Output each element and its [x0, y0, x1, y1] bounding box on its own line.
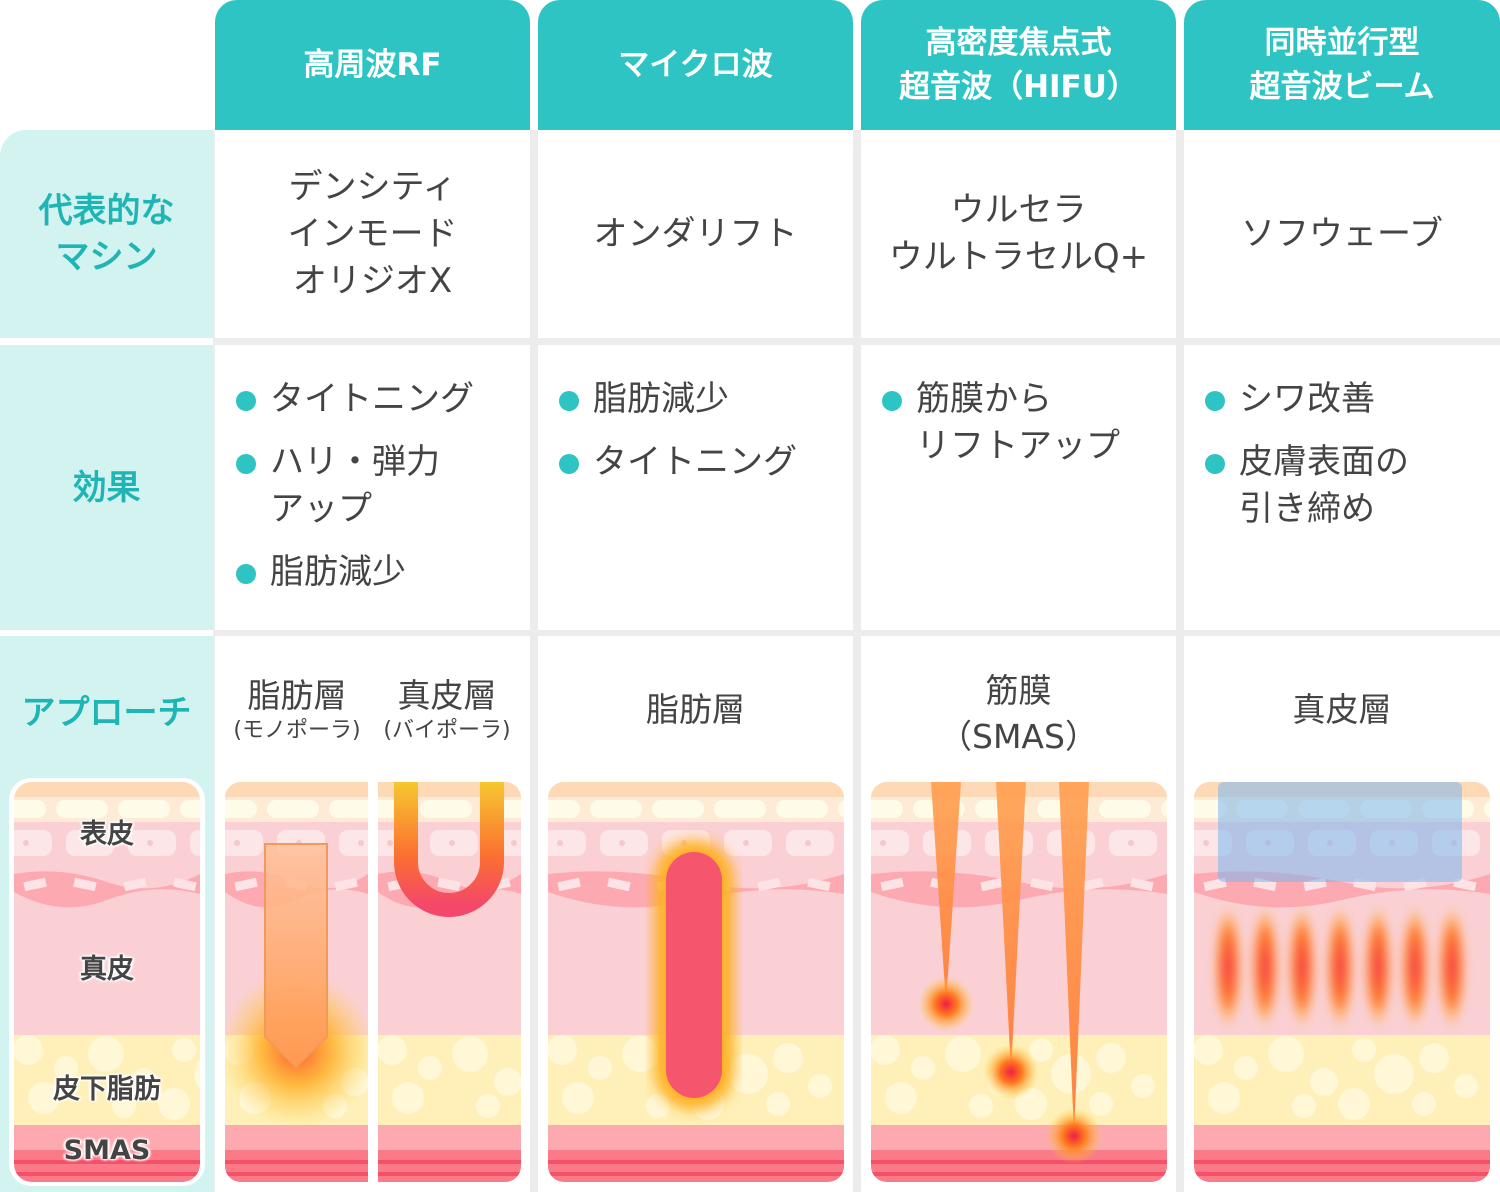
header-rf: 高周波RF: [215, 0, 530, 130]
effect-item: 筋膜からリフトアップ: [882, 376, 1120, 470]
bipolar-current-icon: [394, 782, 504, 917]
layer-label-fat: 皮下脂肪: [53, 1074, 161, 1105]
microwave-overlay: [654, 840, 734, 1110]
thermal-zone: [1364, 905, 1392, 1029]
effects-list-sofwave: シワ改善 皮膚表面の引き締め: [1205, 376, 1409, 549]
header-label: 同時並行型: [1264, 25, 1420, 61]
machine-name: ウルトラセルQ+: [888, 237, 1149, 277]
skin-layers: [225, 782, 368, 1182]
row-label-machines: 代表的なマシン: [0, 130, 213, 338]
label-text: 効果: [72, 467, 141, 508]
effects-sofwave: [1184, 345, 1500, 630]
effect-item: 脂肪減少: [559, 376, 797, 423]
focal-point: [918, 976, 974, 1032]
focal-point: [983, 1044, 1039, 1100]
thermal-zone: [1326, 905, 1354, 1029]
skin-layers: [14, 782, 200, 1182]
approach-rf-mono: 脂肪層(モノポーラ): [233, 676, 361, 743]
layer-label-dermis: 真皮: [80, 954, 134, 985]
header-label: マイクロ波: [618, 47, 773, 83]
skin-rf-bipolar: [378, 782, 521, 1182]
machines-rf: デンシティインモードオリジオX: [215, 130, 530, 338]
machines-hifu: ウルセラウルトラセルQ+: [861, 130, 1176, 338]
header-microwave: マイクロ波: [538, 0, 853, 130]
monopolar-overlay: [225, 843, 368, 1128]
thermal-zone: [1251, 905, 1279, 1029]
layer-label-epidermis: 表皮: [80, 819, 134, 850]
thermal-zone: [1214, 905, 1242, 1029]
ultrasound-beam: [931, 782, 961, 1004]
transducer-beam-area: [1218, 782, 1462, 882]
arrow-down-icon: [264, 843, 328, 1069]
machine-name: ソフウェーブ: [1241, 213, 1443, 254]
effects-list-rf: タイトニング ハリ・弾力アップ 脂肪減少: [236, 376, 474, 612]
hifu-overlay: [918, 782, 1102, 1164]
effect-item: 皮膚表面の引き締め: [1205, 439, 1409, 533]
approach-rf-bipolar: 真皮層(バイポーラ): [383, 676, 511, 743]
effect-item: ハリ・弾力アップ: [236, 439, 474, 533]
skin-hifu: [871, 782, 1167, 1182]
skin-microwave: [548, 782, 844, 1182]
machine-name: インモード: [287, 213, 458, 254]
effects-microwave: [538, 345, 853, 630]
effects-hifu: [861, 345, 1176, 630]
label-text: 代表的な: [38, 191, 175, 231]
bipolar-overlay: [394, 782, 504, 917]
label-text: マシン: [55, 237, 158, 277]
skin-rf-mono: [225, 782, 368, 1182]
thermal-zone: [1288, 905, 1316, 1029]
effect-item: 脂肪減少: [236, 549, 474, 596]
effects-list-microwave: 脂肪減少 タイトニング: [559, 376, 797, 502]
effect-item: タイトニング: [559, 439, 797, 486]
ultrasound-beam: [996, 782, 1026, 1072]
machine-name: ウルセラ: [950, 190, 1087, 230]
approach-hifu-text: 筋膜（SMAS）: [939, 671, 1098, 756]
thermal-zone: [1438, 905, 1466, 1029]
skin-layers: [871, 782, 1167, 1182]
ultrasound-beam: [1059, 782, 1089, 1134]
effects-rf: [215, 345, 530, 630]
layer-label-smas: SMAS: [63, 1135, 151, 1166]
sofwave-overlay: [1214, 782, 1466, 1029]
effect-item: タイトニング: [236, 376, 474, 423]
machine-name: デンシティ: [288, 166, 457, 207]
approach-microwave-text: 脂肪層: [646, 690, 745, 729]
approach-sofwave-text: 真皮層: [1292, 690, 1392, 729]
machines-sofwave: ソフウェーブ: [1184, 130, 1500, 338]
label-text: アプローチ: [21, 693, 192, 733]
header-label: 高周波RF: [303, 47, 442, 83]
skin-legend: 表皮 真皮 皮下脂肪 SMAS: [14, 782, 200, 1182]
header-sofwave: 同時並行型超音波ビーム: [1184, 0, 1500, 130]
heated-zone: [666, 852, 722, 1098]
header-label: 超音波ビーム: [1249, 69, 1435, 105]
header-label: 高密度焦点式: [925, 25, 1112, 61]
machines-microwave: オンダリフト: [538, 130, 853, 338]
row-label-effects: 効果: [0, 345, 213, 630]
thermal-zone: [1401, 905, 1429, 1029]
machine-name: オンダリフト: [593, 213, 798, 254]
skin-sofwave: [1194, 782, 1490, 1182]
header-hifu: 高密度焦点式超音波（HIFU）: [861, 0, 1176, 130]
effect-item: シワ改善: [1205, 376, 1409, 423]
header-label: 超音波（HIFU）: [899, 69, 1138, 105]
focal-point: [1046, 1108, 1102, 1164]
machine-name: オリジオX: [292, 260, 453, 301]
effects-list-hifu: 筋膜からリフトアップ: [882, 376, 1120, 486]
